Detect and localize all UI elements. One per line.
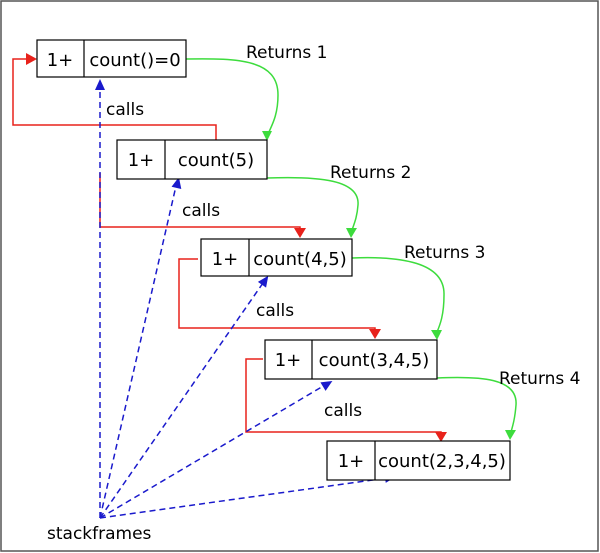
call-arrowhead-3 xyxy=(369,329,381,339)
stackframe-arrowhead-3 xyxy=(257,275,269,288)
return-arrow-4 xyxy=(436,376,517,433)
return-arrowhead-4 xyxy=(505,430,516,440)
returns-label-1: Returns 1 xyxy=(246,43,328,63)
frame-4-call: count(3,4,5) xyxy=(319,350,430,371)
stackframe-arrow-5 xyxy=(99,477,388,519)
call-arrowhead-4 xyxy=(435,432,447,442)
stack-frame-5: 1+ count(2,3,4,5) xyxy=(326,440,511,481)
calls-label-1: calls xyxy=(106,100,144,120)
returns-label-2: Returns 2 xyxy=(330,163,412,183)
frame-2-prefix: 1+ xyxy=(128,150,155,171)
return-arrow-3 xyxy=(351,256,445,333)
stackframe-arrow-4 xyxy=(99,384,326,519)
returns-label-4: Returns 4 xyxy=(499,369,581,389)
stack-frame-2: 1+ count(5) xyxy=(116,139,268,180)
calls-label-2: calls xyxy=(182,201,220,221)
frame-1-prefix: 1+ xyxy=(47,50,74,71)
return-arrowhead-3 xyxy=(431,330,442,340)
calls-label-4: calls xyxy=(324,401,362,421)
returns-label-3: Returns 3 xyxy=(404,243,486,263)
stack-frame-3: 1+ count(4,5) xyxy=(200,238,353,277)
frame-5-prefix: 1+ xyxy=(338,451,365,472)
stackframe-arrowhead-2 xyxy=(171,177,182,189)
return-arrow-1 xyxy=(185,58,279,135)
stackframes-label: stackframes xyxy=(47,524,152,544)
call-arrowhead-2 xyxy=(294,228,306,238)
frame-3-prefix: 1+ xyxy=(212,249,239,270)
frame-1-call: count()=0 xyxy=(89,50,180,71)
stack-frame-4: 1+ count(3,4,5) xyxy=(264,339,438,380)
frame-3-call: count(4,5) xyxy=(253,249,346,270)
return-arrowhead-1 xyxy=(262,131,272,141)
return-arrowhead-2 xyxy=(346,228,357,238)
stack-frame-1: 1+ count()=0 xyxy=(36,39,187,78)
calls-label-3: calls xyxy=(256,301,294,321)
stackframe-arrow-3 xyxy=(99,282,264,519)
return-arrow-2 xyxy=(266,176,359,231)
call-arrow-1 xyxy=(12,58,217,140)
call-arrowhead-1 xyxy=(26,53,37,65)
frame-4-prefix: 1+ xyxy=(275,350,302,371)
frame-2-call: count(5) xyxy=(178,150,254,171)
stackframe-arrowhead-4 xyxy=(320,380,333,391)
stackframe-arrow-2 xyxy=(99,185,177,519)
stackframe-arrowhead-1 xyxy=(95,79,105,90)
frame-5-call: count(2,3,4,5) xyxy=(378,451,506,472)
